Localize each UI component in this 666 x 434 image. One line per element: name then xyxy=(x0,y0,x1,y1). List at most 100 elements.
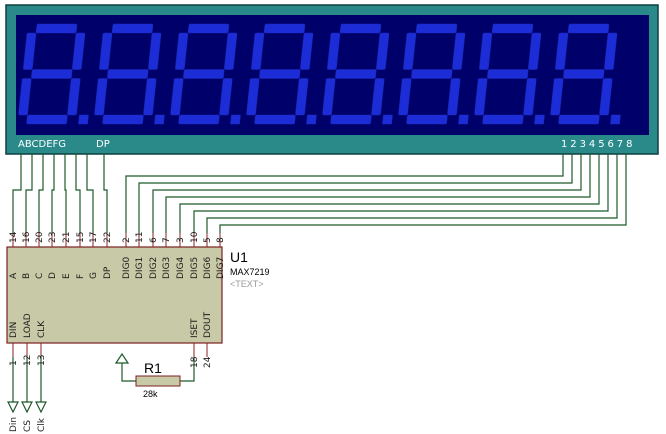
pin-load-number: 12 xyxy=(23,355,33,366)
seg-dp xyxy=(230,114,241,125)
pin-f-number: 15 xyxy=(76,232,86,243)
chip-body[interactable] xyxy=(6,246,223,344)
pin-dig3-label: DIG3 xyxy=(162,257,172,279)
seg-a xyxy=(263,23,306,34)
pin-dig3-number: 7 xyxy=(162,237,172,243)
seg-e xyxy=(550,78,564,116)
seg-b xyxy=(72,32,86,70)
digit-5 xyxy=(322,23,393,125)
terminal-arrow-icon xyxy=(21,401,33,414)
seg-e xyxy=(18,78,32,116)
pin-dig1-label: DIG1 xyxy=(135,257,145,279)
pin-e-label: E xyxy=(62,273,72,279)
pin-dig7-number: 8 xyxy=(216,237,226,243)
seg-f xyxy=(555,32,569,70)
wire-dig1 xyxy=(138,154,573,233)
seg-b xyxy=(452,32,466,70)
lcd-digit-label-7: 7 xyxy=(617,139,623,150)
chip-text-placeholder: <TEXT> xyxy=(230,279,264,289)
seg-g xyxy=(411,69,453,79)
terminal-label: CS xyxy=(23,420,33,432)
seg-g xyxy=(259,69,301,79)
pin-dig0-number: 2 xyxy=(122,237,132,243)
pin-a-label: A xyxy=(9,272,19,279)
lcd-digit-label-2: 2 xyxy=(570,139,576,150)
seg-b xyxy=(300,32,314,70)
pin-d-number: 23 xyxy=(48,232,58,243)
resistor-body[interactable] xyxy=(135,375,181,387)
seg-g xyxy=(183,69,225,79)
wire-dig6 xyxy=(206,154,618,233)
seg-f xyxy=(251,32,265,70)
pin-dig2-label: DIG2 xyxy=(149,257,159,279)
wire-c xyxy=(38,154,44,233)
seg-d xyxy=(330,114,372,125)
pin-dig6-label: DIG6 xyxy=(203,256,213,279)
resistor-value: 28k xyxy=(143,389,158,399)
seg-c xyxy=(219,78,233,116)
seg-d xyxy=(558,114,600,125)
seg-c xyxy=(599,78,613,116)
seg-dp xyxy=(154,114,165,125)
digit-2 xyxy=(94,23,165,125)
terminals: Din CS Clk xyxy=(7,401,47,432)
seg-c xyxy=(447,78,461,116)
seg-c xyxy=(143,78,157,116)
lcd-digit-label-1: 1 xyxy=(561,139,567,150)
seg-d xyxy=(26,114,68,125)
wire-g xyxy=(86,154,94,233)
seg-d xyxy=(406,114,448,125)
lcd-digit-label-8: 8 xyxy=(626,139,632,150)
seg-c xyxy=(523,78,537,116)
wires xyxy=(12,154,627,402)
pin-b-number: 16 xyxy=(22,231,32,243)
seg-c xyxy=(295,78,309,116)
terminal-din[interactable]: Din xyxy=(7,401,19,432)
terminal-clk[interactable]: Clk xyxy=(35,401,47,432)
pin-dp-label: DP xyxy=(103,266,113,279)
terminal-label: Clk xyxy=(37,417,47,432)
wire-dig3 xyxy=(165,154,591,233)
pin-dout-label: DOUT xyxy=(203,311,213,338)
pin-iset-label: ISET xyxy=(190,318,200,338)
digit-6 xyxy=(398,23,469,125)
seg-g xyxy=(31,69,73,79)
seg-a xyxy=(567,23,610,34)
seg-e xyxy=(474,78,488,116)
digit-1 xyxy=(18,23,89,125)
pin-c-label: C xyxy=(35,273,45,279)
terminal-arrow-icon xyxy=(7,401,19,414)
seg-dp xyxy=(534,114,545,125)
wire-dig4 xyxy=(179,154,600,233)
chip-pins: 14A16B20C23D21E15F17G22DP2DIG011DIG16DIG… xyxy=(9,231,226,368)
chip-ref: U1 xyxy=(230,249,248,265)
terminal-cs[interactable]: CS xyxy=(21,401,33,432)
pin-dig6-number: 5 xyxy=(203,237,213,243)
seven-segment-digits xyxy=(18,23,621,125)
seg-g xyxy=(335,69,377,79)
pin-clk-number: 13 xyxy=(37,355,47,366)
wire-f xyxy=(75,154,81,233)
seg-b xyxy=(224,32,238,70)
wire-dig5 xyxy=(193,154,609,233)
lcd-dp-label: DP xyxy=(96,139,110,150)
seg-f xyxy=(175,32,189,70)
seg-d xyxy=(102,114,144,125)
pin-d-label: D xyxy=(48,272,58,279)
digit-3 xyxy=(170,23,241,125)
seg-g xyxy=(107,69,149,79)
wire-dig0 xyxy=(125,154,564,233)
pin-load-label: LOAD xyxy=(23,313,33,338)
pin-clk-label: CLK xyxy=(37,320,47,338)
wire-dp xyxy=(103,154,108,233)
pin-dig2-number: 6 xyxy=(149,237,159,243)
wire-ground xyxy=(121,363,136,382)
seg-c xyxy=(67,78,81,116)
seg-e xyxy=(246,78,260,116)
seg-a xyxy=(491,23,534,34)
terminal-label: Din xyxy=(9,417,19,432)
ground-arrow-icon xyxy=(114,352,130,364)
wire-d xyxy=(51,154,55,233)
seg-f xyxy=(327,32,341,70)
